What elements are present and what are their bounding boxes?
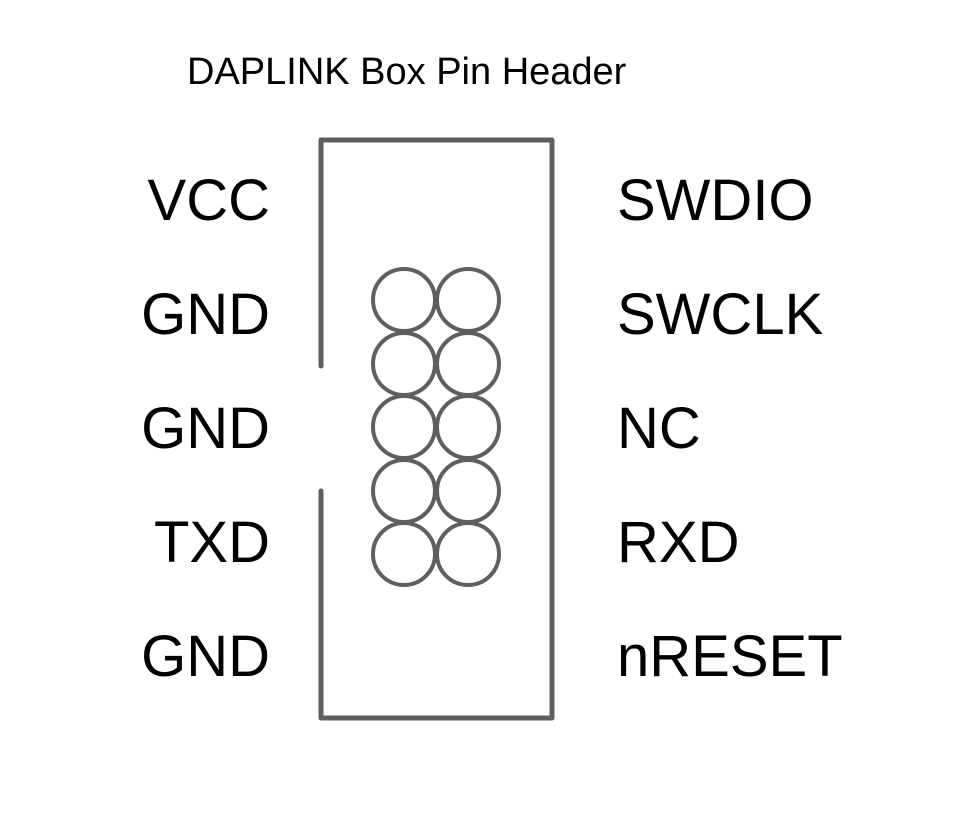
pin-label-right-2: SWCLK bbox=[617, 282, 824, 347]
pin-label-right-1: SWDIO bbox=[617, 168, 814, 233]
pin-hole bbox=[371, 458, 437, 524]
pin-hole bbox=[435, 458, 501, 524]
pin-hole bbox=[435, 331, 501, 397]
pin-hole bbox=[371, 521, 437, 587]
diagram-title: DAPLINK Box Pin Header bbox=[187, 51, 627, 93]
pin-label-right-4: RXD bbox=[617, 510, 740, 575]
pin-label-right-5: nRESET bbox=[617, 624, 843, 689]
pin-label-left-1: VCC bbox=[147, 168, 270, 233]
pin-hole bbox=[435, 394, 501, 460]
pin-hole bbox=[371, 394, 437, 460]
pin-hole bbox=[435, 267, 501, 333]
pin-hole bbox=[371, 267, 437, 333]
pin-hole bbox=[371, 331, 437, 397]
pin-label-left-4: TXD bbox=[154, 510, 270, 575]
pin-label-left-3: GND bbox=[141, 396, 270, 461]
pin-label-right-3: NC bbox=[617, 396, 701, 461]
pin-label-left-2: GND bbox=[141, 282, 270, 347]
pin-hole bbox=[435, 521, 501, 587]
header-outline bbox=[318, 137, 555, 721]
pin-label-left-5: GND bbox=[141, 624, 270, 689]
